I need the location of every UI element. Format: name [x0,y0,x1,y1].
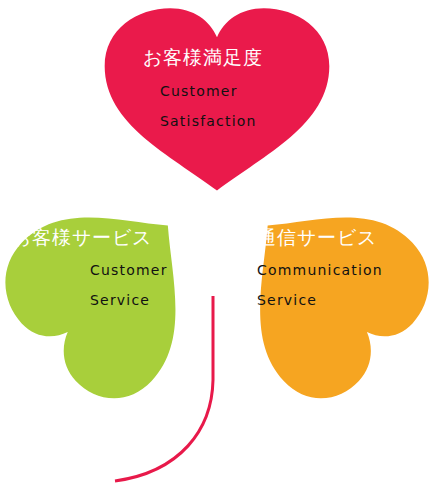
leaf-subtitle: Customer Service [90,255,168,315]
heart-shape [100,0,334,207]
heart-leaf: お客様満足度 Customer Satisfaction [100,0,334,207]
heart-shape [214,168,434,404]
leaf-subtitle: Communication Service [257,255,383,315]
heart-shape [0,168,222,404]
heart-leaf: お客様サービス Customer Service [0,168,222,404]
heart-outline [203,157,434,422]
leaf-title: お客様満足度 [143,45,263,69]
leaf-subtitle: Customer Satisfaction [160,76,257,136]
heart-outline [105,8,330,190]
leaf-title: お客様サービス [12,225,152,249]
heart-outline [0,157,233,422]
heart-leaf: 通信サービス Communication Service [214,168,434,404]
leaf-title: 通信サービス [257,225,377,249]
